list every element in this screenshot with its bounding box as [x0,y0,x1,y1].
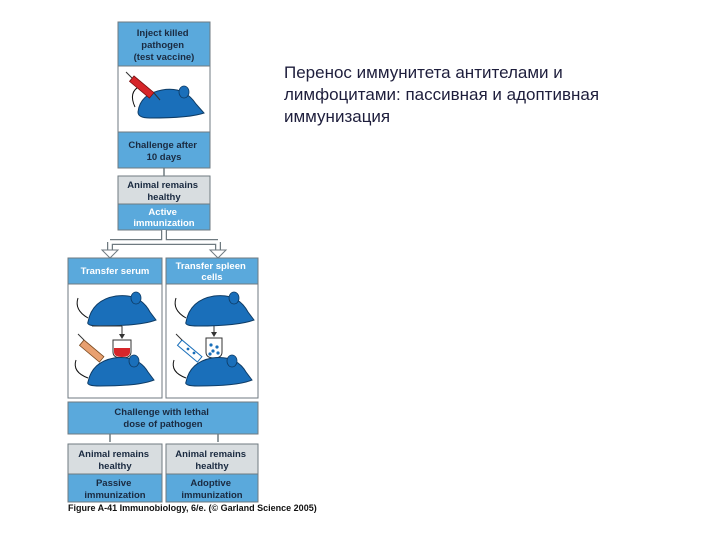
challenge-after-10-days-box: Challenge after 10 days [117,131,211,169]
serum-tube-icon [112,339,132,359]
adoptive-line-1: Adoptive [190,478,231,489]
donor-mouse-icon-right [174,291,255,327]
healthy-left-line-1: Animal remains [78,449,149,460]
passive-immunization-box: Passive immunization [67,473,163,503]
recipient-mouse-icon-right [172,354,253,387]
active-line-1: Active [148,207,177,218]
inject-line-1: Inject killed [137,28,189,39]
spleen-cell-transfer-panel [165,283,259,399]
challenge-line-2: 10 days [147,152,182,163]
challenge-line-1: Challenge after [128,140,197,151]
transfer-serum-line-1: Transfer serum [81,266,150,277]
healthy-left-label: Animal remains healthy [78,449,151,472]
healthy-right-label: Animal remains healthy [175,449,248,472]
challenge-lethal-label: Challenge with lethal dose of pathogen [114,407,211,430]
challenge-lethal-dose-box: Challenge with lethal dose of pathogen [67,401,259,435]
active-line-2: immunization [133,218,194,229]
healthy-right-line-2: healthy [195,461,229,472]
challenge-label: Challenge after 10 days [128,140,199,163]
adoptive-immunization-box: Adoptive immunization [165,473,259,503]
animal-remains-healthy-box-left: Animal remains healthy [67,443,163,475]
arrows-to-outcomes [109,434,219,442]
figure-caption: Figure A-41 Immunobiology, 6/e. (© Garla… [68,503,317,513]
passive-label: Passive immunization [84,478,145,501]
transfer-serum-box: Transfer serum [67,257,163,285]
passive-line-2: immunization [84,490,145,501]
inject-killed-pathogen-label: Inject killed pathogen (test vaccine) [134,28,195,63]
syringe-icon [125,71,161,101]
active-immunization-label: Active immunization [133,207,194,229]
mouse-panel-vaccination [117,65,211,133]
inject-line-2: pathogen [141,40,184,51]
transfer-spleen-line-2: cells [201,272,222,283]
challenge-lethal-line-2: dose of pathogen [123,419,202,430]
adoptive-line-2: immunization [181,490,242,501]
transfer-spleen-line-1: Transfer spleen [176,261,246,272]
active-immunization-box: Active immunization [117,203,211,231]
serum-transfer-panel [67,283,163,399]
adoptive-label: Adoptive immunization [181,478,242,501]
healthy-top-line-2: healthy [147,192,181,203]
animal-remains-healthy-box-right: Animal remains healthy [165,443,259,475]
serum-syringe-icon [77,333,105,363]
cell-syringe-icon [175,333,203,363]
healthy-label-top: Animal remains healthy [127,180,200,203]
challenge-lethal-line-1: Challenge with lethal [114,407,209,418]
cell-tube-icon [205,337,223,359]
healthy-right-line-1: Animal remains [175,449,246,460]
transfer-spleen-label: Transfer spleen cells [176,261,249,283]
slide-title: Перенос иммунитета антителами и лимфоцит… [284,63,600,126]
transfer-serum-label: Transfer serum [81,266,150,277]
healthy-left-line-2: healthy [98,461,132,472]
animal-remains-healthy-box-top: Animal remains healthy [117,175,211,205]
recipient-mouse-icon [74,354,155,387]
inject-line-3: (test vaccine) [134,52,195,63]
healthy-top-line-1: Animal remains [127,180,198,191]
passive-line-1: Passive [96,478,131,489]
inject-killed-pathogen-box: Inject killed pathogen (test vaccine) [117,21,211,67]
split-arrow [100,230,228,259]
transfer-spleen-cells-box: Transfer spleen cells [165,257,259,285]
